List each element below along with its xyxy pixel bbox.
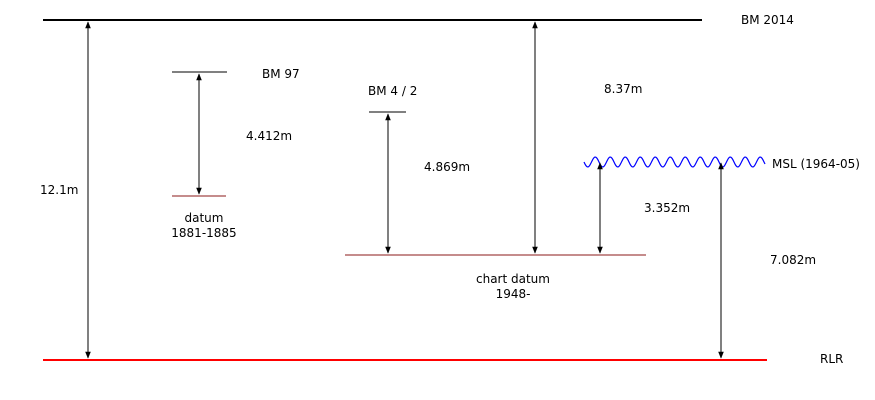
label-msl: MSL (1964-05) (772, 157, 860, 171)
distance-bm2014-rlr: 12.1m (40, 183, 78, 197)
distance-msl-chart-datum: 3.352m (644, 201, 690, 215)
label-chart-datum-2: 1948- (496, 287, 531, 301)
msl-wave-line (583, 156, 766, 168)
label-bm97: BM 97 (262, 67, 300, 81)
label-rlr: RLR (820, 352, 843, 366)
label-datum-2: 1881-1885 (171, 226, 236, 240)
distance-bm42-chart-datum: 4.869m (424, 160, 470, 174)
distance-msl-rlr: 7.082m (770, 253, 816, 267)
label-chart-datum-1: chart datum (476, 272, 550, 286)
label-bm42: BM 4 / 2 (368, 84, 417, 98)
label-bm2014: BM 2014 (741, 13, 794, 27)
distance-bm2014-chart-datum: 8.37m (604, 82, 642, 96)
label-datum-1: datum (185, 211, 224, 225)
distance-bm97-datum: 4.412m (246, 129, 292, 143)
